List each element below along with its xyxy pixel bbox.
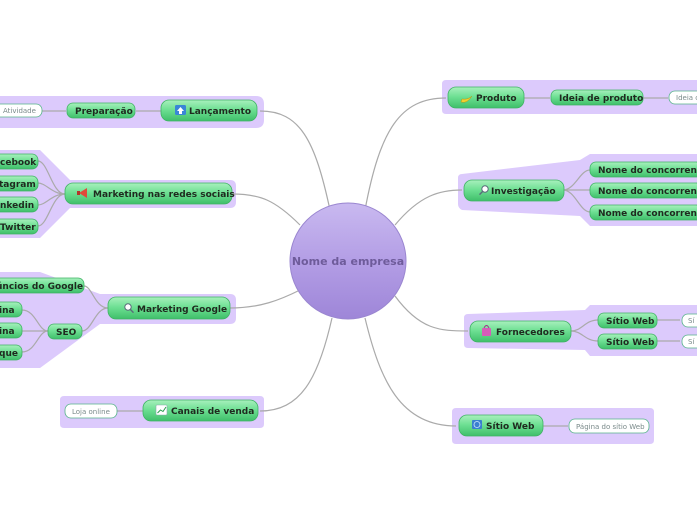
node-canais-de-venda-label: Canais de venda: [171, 407, 254, 417]
node-investigacao[interactable]: Investigação: [463, 179, 565, 202]
node-fornecedores-label: Fornecedores: [496, 328, 565, 338]
node-preparacao-label: Preparação: [75, 107, 133, 117]
node-concorrente-2-label: Nome do concorrente: [598, 187, 697, 197]
node-seo-child-1[interactable]: ina: [0, 301, 23, 318]
magnifier-icon: [479, 185, 489, 196]
node-seo-child-3[interactable]: que: [0, 344, 23, 361]
node-lancamento-label: Lançamento: [189, 107, 251, 117]
chart-icon: [155, 404, 168, 416]
node-sitio-web-fornecedor-1[interactable]: Sítio Web: [597, 312, 658, 329]
node-investigacao-label: Investigação: [491, 187, 556, 197]
note-pagina-sitio-web[interactable]: Página do sítio Web: [568, 418, 650, 434]
node-preparacao[interactable]: Preparação: [66, 102, 136, 119]
node-ideia-de-produto[interactable]: Ideia de produto: [550, 89, 644, 106]
node-sitio-web-fornecedor-2-label: Sítio Web: [606, 338, 655, 348]
note-fornecedor-1-label: Sí: [688, 317, 695, 325]
node-marketing-google[interactable]: Marketing Google: [107, 296, 231, 320]
node-concorrente-2[interactable]: Nome do concorrente: [589, 182, 697, 199]
node-facebook[interactable]: cebook: [0, 153, 39, 170]
node-concorrente-3-label: Nome do concorrente: [598, 209, 697, 219]
node-anuncios-google-label: úncios do Google: [0, 282, 83, 292]
note-fornecedor-2[interactable]: Sí: [681, 334, 697, 349]
connectors: [21, 97, 680, 427]
node-concorrente-1[interactable]: Nome do concorrente: [589, 161, 697, 178]
node-produto[interactable]: Produto: [447, 86, 525, 109]
node-ideia-label: Ideia de produto: [559, 94, 643, 104]
up-arrow-icon: [175, 105, 186, 115]
note-ideia-label: Ideia c: [676, 94, 697, 102]
node-seo-child-3-label: que: [0, 349, 18, 359]
node-lancamento[interactable]: Lançamento: [160, 99, 258, 122]
node-marketing-google-label: Marketing Google: [137, 305, 227, 315]
note-fornecedor-2-label: Sí: [688, 338, 695, 346]
banana-icon: [460, 95, 473, 103]
node-fornecedores[interactable]: Fornecedores: [469, 320, 572, 343]
note-atividade-label: Atividade: [3, 107, 36, 115]
node-sitio-web-label: Sítio Web: [486, 422, 535, 432]
node-facebook-label: cebook: [0, 158, 37, 168]
central-topic[interactable]: Nome da empresa: [289, 202, 407, 320]
note-loja-online[interactable]: Loja online: [64, 403, 118, 419]
note-fornecedor-1[interactable]: Sí: [681, 313, 697, 328]
node-linkedin[interactable]: nkedin: [0, 196, 39, 213]
megaphone-icon: [77, 188, 87, 198]
node-sitio-web-fornecedor-1-label: Sítio Web: [606, 317, 655, 327]
note-loja-online-label: Loja online: [72, 408, 110, 416]
note-atividade[interactable]: Atividade: [0, 103, 43, 118]
note-pagina-sitio-web-label: Página do sítio Web: [576, 423, 645, 431]
shopping-bag-icon: [482, 325, 491, 336]
globe-icon: [472, 420, 482, 429]
node-seo-label: SEO: [56, 328, 77, 338]
node-marketing-redes-label: Marketing nas redes sociais: [93, 190, 235, 200]
node-concorrente-1-label: Nome do concorrente: [598, 166, 697, 176]
node-instagram-label: tagram: [0, 180, 36, 190]
node-sitio-web-fornecedor-2[interactable]: Sítio Web: [597, 333, 658, 350]
note-ideia[interactable]: Ideia c: [668, 90, 697, 105]
node-twitter[interactable]: Twitter: [0, 218, 39, 235]
node-seo-child-2-label: ina: [0, 327, 15, 337]
magnifier-icon: [124, 303, 134, 314]
node-seo-child-1-label: ina: [0, 306, 15, 316]
central-topic-label: Nome da empresa: [292, 255, 404, 268]
node-canais-de-venda[interactable]: Canais de venda: [142, 399, 259, 422]
node-seo[interactable]: SEO: [47, 323, 83, 340]
node-seo-child-2[interactable]: ina: [0, 322, 23, 339]
node-anuncios-google[interactable]: úncios do Google: [0, 277, 85, 294]
node-twitter-label: Twitter: [0, 223, 36, 233]
node-linkedin-label: nkedin: [0, 201, 34, 211]
node-sitio-web[interactable]: Sítio Web: [458, 414, 544, 437]
node-concorrente-3[interactable]: Nome do concorrente: [589, 204, 697, 221]
node-produto-label: Produto: [476, 94, 517, 104]
node-instagram[interactable]: tagram: [0, 175, 39, 192]
node-marketing-redes-sociais[interactable]: Marketing nas redes sociais: [64, 182, 235, 205]
